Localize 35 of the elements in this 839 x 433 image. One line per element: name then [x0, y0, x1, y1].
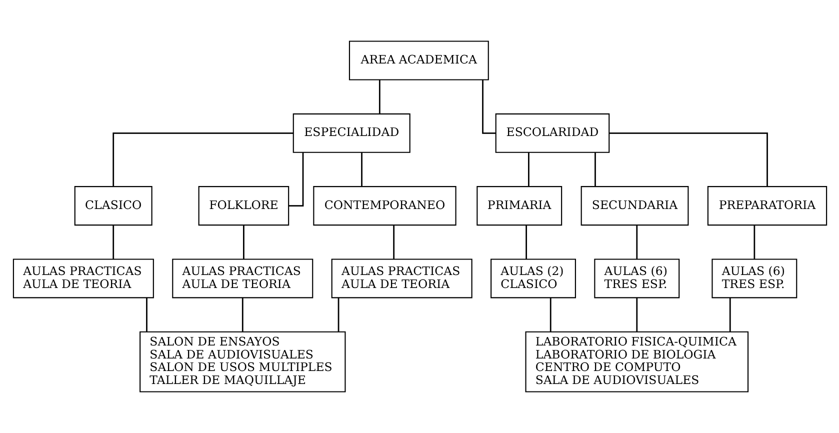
connector — [242, 225, 244, 259]
connector — [378, 80, 380, 114]
connector — [608, 132, 768, 186]
connector — [753, 225, 755, 259]
connector — [146, 298, 147, 332]
node-box: AULAS PRACTICAS AULA DE TEORIA — [172, 258, 313, 298]
node-box: AULAS PRACTICAS AULA DE TEORIA — [330, 258, 472, 298]
node-box: AREA ACADEMICA — [348, 40, 488, 80]
node-box: AULAS (6) TRES ESP. — [594, 258, 680, 298]
node-box: AULAS (2) CLASICO — [490, 258, 576, 298]
connector — [392, 225, 394, 259]
connector — [112, 225, 114, 259]
node-box: SECUNDARIA — [580, 186, 688, 226]
connector — [337, 298, 339, 332]
node-box: SALON DE ENSAYOS SALA DE AUDIOVISUALES SALON DE USOS MULTIPLES TALLER DE MAQUILLAJE — [139, 331, 346, 392]
connector — [241, 298, 243, 332]
connector — [360, 152, 362, 186]
connector — [525, 225, 526, 259]
node-box: ESCOLARIDAD — [494, 113, 610, 153]
node-box: ESPECIALIDAD — [292, 113, 410, 153]
node-box: AULAS PRACTICAS AULA DE TEORIA — [12, 258, 154, 298]
node-box: PRIMARIA — [476, 186, 562, 226]
node-box: CONTEMPORANEO — [312, 186, 456, 226]
node-box: CLASICO — [74, 186, 152, 226]
connector — [636, 225, 638, 259]
connector — [728, 298, 730, 332]
connector — [636, 298, 638, 332]
connector — [528, 152, 529, 186]
node-box: FOLKLORE — [198, 186, 289, 226]
connector — [112, 132, 293, 186]
node-box: AULAS (6) TRES ESP. — [711, 258, 797, 298]
node-box: LABORATORIO FISICA-QUIMICA LABORATORIO DE BIOLOGIA CENTRO DE COMPUTO SALA DE AUDIOVISUALES — [524, 331, 748, 392]
connector — [549, 298, 551, 332]
node-box: PREPARATORIA — [706, 186, 827, 226]
connector — [594, 152, 596, 186]
